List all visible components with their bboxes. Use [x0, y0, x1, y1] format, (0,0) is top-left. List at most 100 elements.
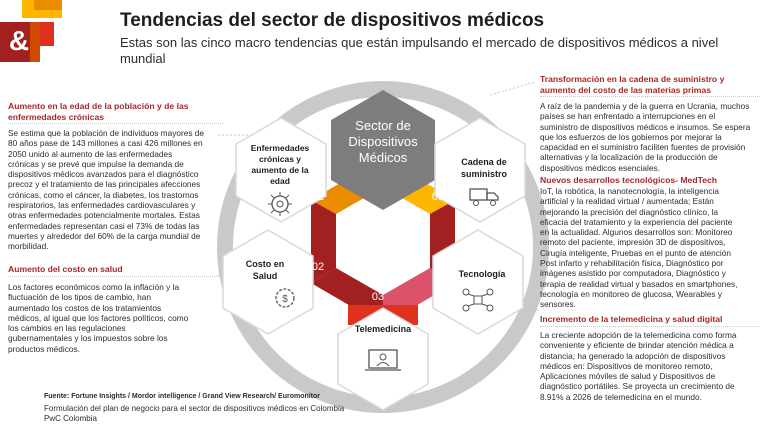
left-section-1-title: Aumento en la edad de la población y de …: [8, 101, 189, 122]
left-section-2-body: Los factores económicos como la inflació…: [8, 282, 188, 354]
page-subtitle: Estas son las cinco macro tendencias que…: [120, 35, 719, 66]
hexagon-05-label-line: Cadena de: [461, 157, 507, 167]
page-title: Tendencias del sector de dispositivos mé…: [120, 10, 545, 31]
text-line: sensores.: [540, 299, 576, 310]
text-line: Aplicaciones móviles de salud y Disposit…: [540, 371, 716, 382]
text-line: países se han enfrentado a interrupcione…: [540, 111, 716, 122]
text-line: crónicas, como el cáncer, la diabetes, l…: [8, 189, 199, 200]
text-line: muertes y alrededor del 60% de la carga …: [8, 230, 201, 241]
logo-ampersand: &: [9, 25, 29, 56]
text-line: 80 años pase de 143 millones a casi 426 …: [8, 138, 203, 149]
connector-line: [489, 81, 536, 96]
inner-segment-01: [311, 200, 336, 283]
hexagon-02-label-line: Salud: [253, 271, 278, 281]
hexagon-01-label-line: edad: [270, 176, 290, 186]
text-line: enfermedades representan casi el 73% de …: [8, 220, 200, 231]
divider: [8, 276, 223, 277]
text-line: mejorando la precisión del diagnóstico c…: [540, 206, 719, 217]
text-line: dispositivos médicos esenciales.: [540, 162, 660, 173]
center-label-line-2: Dispositivos: [348, 134, 418, 149]
text-line: alternativas y la localización de la pro…: [540, 152, 718, 163]
text-line: otras enfermedades potencialmente mortal…: [8, 210, 200, 221]
text-line: eficacia del tratamiento y la experienci…: [540, 216, 733, 227]
left-section-2-title: Aumento del costo en salud: [8, 264, 123, 274]
text-line: médicos, al igual que los factores polít…: [8, 312, 189, 323]
text-line: en la actualidad. Algunos desarrollos so…: [540, 227, 733, 238]
text-line: remoto del paciente, impresión 3D de dis…: [540, 237, 726, 248]
segment-number-01: 01: [312, 191, 324, 203]
text-line: Se estima que la población de individuos…: [8, 128, 205, 138]
segment-number-05: 05: [432, 191, 444, 203]
footer-org: PwC Colombia: [44, 414, 97, 423]
right-section-3-body: La creciente adopción de la telemedicina…: [540, 330, 736, 402]
text-line: 2050 unido al aumento de las enfermedade…: [8, 148, 173, 159]
text-line: Cirugía inteligente, Pruebas en el punto…: [540, 247, 731, 258]
hexagon-01-label-line: Enfermedades: [251, 143, 310, 153]
video-doctor-icon: [365, 349, 401, 371]
svg-text:$: $: [282, 294, 288, 305]
hexagon-05-label-line: suministro: [461, 169, 508, 179]
network-icon: [462, 288, 494, 312]
text-line: los cambios en las regulaciones: [8, 323, 126, 334]
text-line: suministro de dispositivos médicos e ins…: [540, 121, 751, 132]
text-line: crónicas y se prevé que impulse la deman…: [8, 158, 184, 169]
hexagon-01-label-line: aumento de la: [251, 165, 308, 175]
virus-icon: [268, 192, 292, 216]
text-line: terapia de realidad virtual y basados en…: [540, 278, 738, 289]
text-line: tecnología en monitoreo de glucosa, Wear…: [540, 288, 723, 299]
right-section-1-body: A raíz de la pandemia y de la guerra en …: [540, 101, 750, 173]
hexagon-05: [434, 117, 526, 223]
hexagon-01: [235, 117, 327, 223]
center-label-line-3: Médicos: [359, 150, 408, 165]
text-line: precoz y el tratamiento de las principal…: [8, 179, 201, 190]
center-label-line-1: Sector de: [355, 118, 411, 133]
text-line: productos médicos.: [8, 343, 80, 354]
divider: [540, 326, 760, 327]
text-line: gubernamentales y los impuestos sobre lo…: [8, 333, 168, 344]
pwc-logo: &: [0, 0, 62, 62]
left-section-1-title-line-2: enfermedades crónicas: [8, 111, 105, 122]
right-section-2-body: IoT, la robótica, la nanotecnología, la …: [540, 186, 737, 310]
hexagon-04: [432, 229, 524, 335]
divider: [8, 123, 223, 124]
hexagon-02: [222, 229, 314, 335]
hexagon-02-label-line: Costo en: [246, 259, 285, 269]
hexagon-01-label-line: crónicas y: [259, 154, 301, 164]
segment-number-03: 03: [372, 291, 384, 303]
text-line: Los factores económicos como la inflació…: [8, 282, 180, 292]
right-section-3-title: Incremento de la telemedicina y salud di…: [540, 314, 723, 324]
text-line: fluctuación de los tipos de cambio, han: [8, 292, 151, 303]
right-section-1-title: Transformación en la cadena de suministr…: [540, 74, 724, 95]
text-line: aumentado los costos de los tratamientos: [8, 302, 162, 313]
text-line: que los esfuerzos de los gobiernos por m…: [540, 131, 722, 142]
right-section-1-title-line-1: Transformación en la cadena de suministr…: [540, 74, 725, 84]
divider: [540, 96, 760, 97]
sources-note: Fuente: Fortune Insights / Mordor intell…: [44, 393, 321, 400]
segment-number-04: 04: [436, 261, 448, 273]
text-line: IoT, la robótica, la nanotecnología, la …: [540, 186, 719, 196]
hexagon-03-label: Telemedicina: [355, 324, 412, 334]
text-line: dispositivos médicos avanzados para el d…: [8, 169, 199, 180]
truck-icon: [469, 188, 499, 206]
text-line: A raíz de la pandemia y de la guerra en …: [540, 101, 750, 111]
text-line: 8.91% a 2026 de telemedicina en el mundo…: [540, 391, 702, 402]
hexagon-03: [337, 307, 429, 411]
text-line: diagnóstico portátiles. Se proyecta un c…: [540, 381, 735, 392]
center-hexagon: [331, 90, 435, 210]
segment-number-02: 02: [312, 261, 324, 273]
hexagon-04-label: Tecnología: [459, 269, 507, 279]
text-line: Post infarto y rehabilitación física, Di…: [540, 258, 724, 269]
left-section-1-title-line-1: Aumento en la edad de la población y de …: [8, 101, 189, 111]
text-line: imágenes asistido por computadora, Diagn…: [540, 268, 726, 279]
footer-note: Formulación del plan de negocio para el …: [44, 404, 345, 413]
text-line: conveniente y eficiente de brindar atenc…: [540, 340, 734, 351]
text-line: La creciente adopción de la telemedicina…: [540, 330, 737, 340]
text-line: morbilidad.: [8, 241, 49, 252]
text-line: artificial y la realidad virtual / aumen…: [540, 196, 714, 207]
money-gear-icon: $: [275, 288, 295, 308]
text-line: respiratorios, las enfermedades cardiova…: [8, 200, 196, 211]
text-line: médicos en: Dispositivos de monitoreo re…: [540, 360, 713, 371]
right-section-1-title-line-2: aumento del costo de las materias primas: [540, 84, 711, 95]
right-section-2-title: Nuevos desarrollos tecnológicos- MedTech: [540, 175, 718, 185]
